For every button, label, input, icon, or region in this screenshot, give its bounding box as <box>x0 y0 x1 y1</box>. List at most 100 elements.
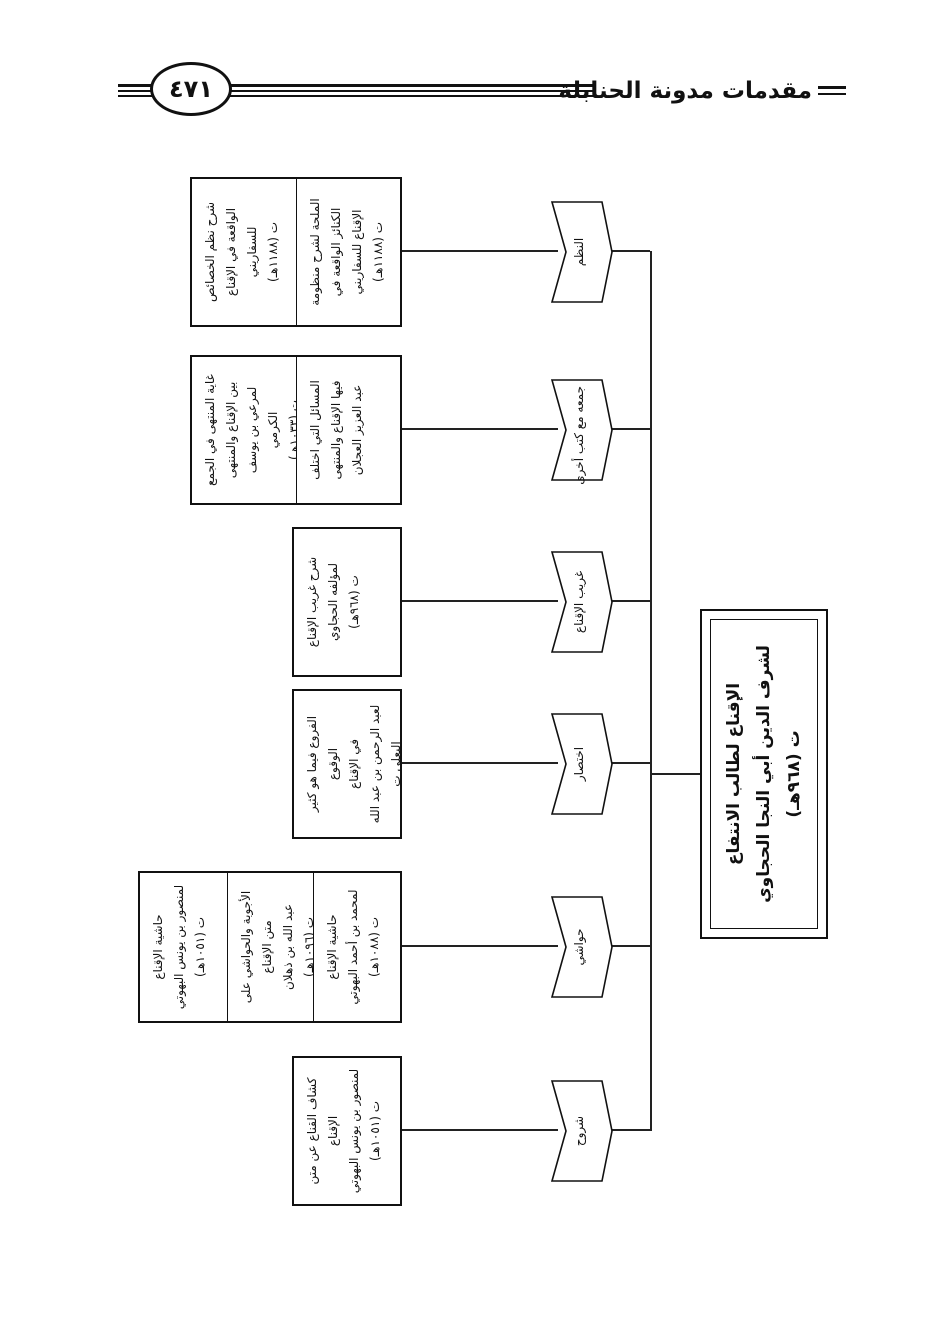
work-line: الكنائز الواقعة في <box>328 207 343 297</box>
work-line: ت (١١٨٨هـ) <box>266 221 280 283</box>
work-line: حاشية الإقناع <box>325 914 340 980</box>
category-label-4: جمعه مع كتب أخرى <box>550 378 614 485</box>
works-box-5: شرح نظم الخصائص الواقعة في الإقناع للسفاري… <box>190 177 402 327</box>
work-line: الإقناع <box>326 1115 340 1147</box>
work-line: الأجوبة والحواشي على <box>238 890 253 1004</box>
work-line: كشاف القناع عن متن <box>305 1077 319 1185</box>
root-connector-line <box>650 773 700 775</box>
category-text-4: جمعه مع كتب أخرى <box>572 386 586 485</box>
branch-bus-line <box>650 251 652 1131</box>
category-text-3: غريب الإقناع <box>572 570 586 634</box>
category-outline-3 <box>550 551 613 653</box>
works-box-0: كشاف القناع عن متن الإقناع لمنصور بن يونس … <box>292 1056 402 1206</box>
page-number-badge: ٤٧١ <box>150 62 232 116</box>
work-line: لمحمد بن أحمد البهوتي <box>346 889 361 1005</box>
work-line: ت (١١٨٨هـ) <box>370 221 385 283</box>
category-shape-2 <box>550 713 613 815</box>
work-entry-0-0: كشاف القناع عن متن الإقناع لمنصور بن يونس … <box>294 1058 400 1204</box>
branch-work-line-3 <box>402 600 558 602</box>
work-line: لمنصور بن يونس البهوتي <box>347 1068 361 1194</box>
work-line: المسائل التي اختلف <box>307 380 322 480</box>
work-line: في الإقناع <box>347 739 361 789</box>
work-line: غاية المنتهى في الجمع <box>203 374 217 486</box>
works-box-4: غاية المنتهى في الجمع بين الإقناع والمنته… <box>190 355 402 505</box>
root-work-box: الإقناع لطالب الانتفاع لشرف الدين أبي ال… <box>700 609 828 939</box>
work-line: الكرمي <box>266 411 280 449</box>
work-line: الوقوع <box>326 747 340 781</box>
header-rule-left-mid <box>118 90 596 92</box>
work-line: لمؤلفه الحجاوي <box>326 562 340 642</box>
category-outline-5 <box>550 201 613 303</box>
branch-work-line-2 <box>402 762 558 764</box>
work-line: ت (٩٦٨هـ) <box>347 575 361 629</box>
category-text-2: اختصار <box>572 746 586 782</box>
works-box-2: الفروع فيما هو كثير الوقوع في الإقناع لعبد … <box>292 689 402 839</box>
category-shape-4 <box>550 379 613 481</box>
work-line: لعبد الرحمن بن عبد الله <box>368 704 382 824</box>
category-shape-1 <box>550 896 613 998</box>
page-header-title: مقدمات مدونة الحنابلة <box>558 78 812 104</box>
page-number: ٤٧١ <box>169 75 213 103</box>
work-line: ت (١٠٥١هـ) <box>193 916 207 978</box>
work-line: شرح نظم الخصائص <box>203 201 217 303</box>
work-entry-5-0: شرح نظم الخصائص الواقعة في الإقناع للسفاري… <box>192 179 296 325</box>
tree-diagram: الإقناع لطالب الانتفاع لشرف الدين أبي ال… <box>130 125 830 1295</box>
branch-work-line-4 <box>402 428 558 430</box>
work-line: لمرعي بن يوسف <box>245 386 259 474</box>
tree-diagram-canvas: الإقناع لطالب الانتفاع لشرف الدين أبي ال… <box>130 125 830 1295</box>
work-entry-4-1: المسائل التي اختلف فيها الإقناع والمنتهى ع… <box>295 357 400 503</box>
work-line: ت (١٠٥١هـ) <box>368 1100 382 1162</box>
category-label-3: غريب الإقناع <box>550 550 614 654</box>
work-line: فيها الإقناع والمنتهى <box>328 380 343 480</box>
header-rule-left-bottom <box>118 95 596 97</box>
category-text-1: حواشي <box>572 928 586 966</box>
category-text-0: شروح <box>572 1115 586 1147</box>
branch-work-line-1 <box>402 945 558 947</box>
root-author: لشرف الدين أبي النجا الحجاوي <box>754 645 774 903</box>
branch-work-line-5 <box>402 250 558 252</box>
branch-work-line-0 <box>402 1129 558 1131</box>
work-line: الواقعة في الإقناع <box>224 207 238 297</box>
work-line: الإقناع للسفاريني <box>349 209 364 295</box>
work-line: الفروع فيما هو كثير <box>305 715 319 813</box>
category-shape-0 <box>550 1080 613 1182</box>
work-entry-4-0: غاية المنتهى في الجمع بين الإقناع والمنته… <box>192 357 296 503</box>
category-shape-3 <box>550 551 613 653</box>
category-label-0: شروح <box>550 1079 614 1183</box>
category-outline-2 <box>550 713 613 815</box>
work-line: عبد العزيز العجلان <box>349 384 364 476</box>
work-line: متن الإقناع <box>259 920 274 974</box>
work-line: ت (١٠٩٦هـ) <box>301 917 314 978</box>
work-line: لمنصور بن يونس البهوتي <box>172 884 186 1010</box>
work-entry-1-0: حاشية الإقناع لمنصور بن يونس البهوتي ت (١٠… <box>140 873 227 1021</box>
works-box-3: شرح غريب الإقناع لمؤلفه الحجاوي ت (٩٦٨هـ) <box>292 527 402 677</box>
work-line: البعلي ت <box>389 741 400 787</box>
work-line: شرح غريب الإقناع <box>305 556 319 648</box>
root-death-date: ت (٩٦٨هـ) <box>784 730 804 818</box>
work-entry-3-0: شرح غريب الإقناع لمؤلفه الحجاوي ت (٩٦٨هـ) <box>294 529 400 675</box>
header-rule-left-top <box>118 84 596 87</box>
category-outline-0 <box>550 1080 613 1182</box>
category-text-5: النظم <box>572 237 586 267</box>
work-entry-5-1: الملحة لشرح منظومة الكنائز الواقعة في الإق… <box>295 179 400 325</box>
category-label-2: اختصار <box>550 712 614 816</box>
category-outline-1 <box>550 896 613 998</box>
work-entry-2-0: الفروع فيما هو كثير الوقوع في الإقناع لعبد … <box>294 691 400 837</box>
header-rule-right-bottom <box>818 93 846 95</box>
root-work-inner: الإقناع لطالب الانتفاع لشرف الدين أبي ال… <box>710 619 818 929</box>
work-line: للسفاريني <box>245 226 259 278</box>
category-label-1: حواشي <box>550 895 614 999</box>
category-label-5: النظم <box>550 200 614 304</box>
category-outline-4 <box>550 379 613 481</box>
work-line: حاشية الإقناع <box>151 914 165 980</box>
work-line: بين الإقناع والمنتهى <box>224 381 238 479</box>
work-line: ت (١٠٨٨هـ) <box>367 916 382 978</box>
category-shape-5 <box>550 201 613 303</box>
work-entry-1-1: الأجوبة والحواشي على متن الإقناع عبد الله … <box>226 873 314 1021</box>
work-entry-1-2: حاشية الإقناع لمحمد بن أحمد البهوتي ت (١٠٨… <box>313 873 400 1021</box>
work-line: الملحة لشرح منظومة <box>307 198 322 306</box>
work-line: ت (١٠٣٣هـ) <box>287 400 296 461</box>
root-title: الإقناع لطالب الانتفاع <box>724 682 744 866</box>
header-rule-right-top <box>818 86 846 89</box>
work-line: عبد الله بن ذهلان <box>280 903 295 991</box>
